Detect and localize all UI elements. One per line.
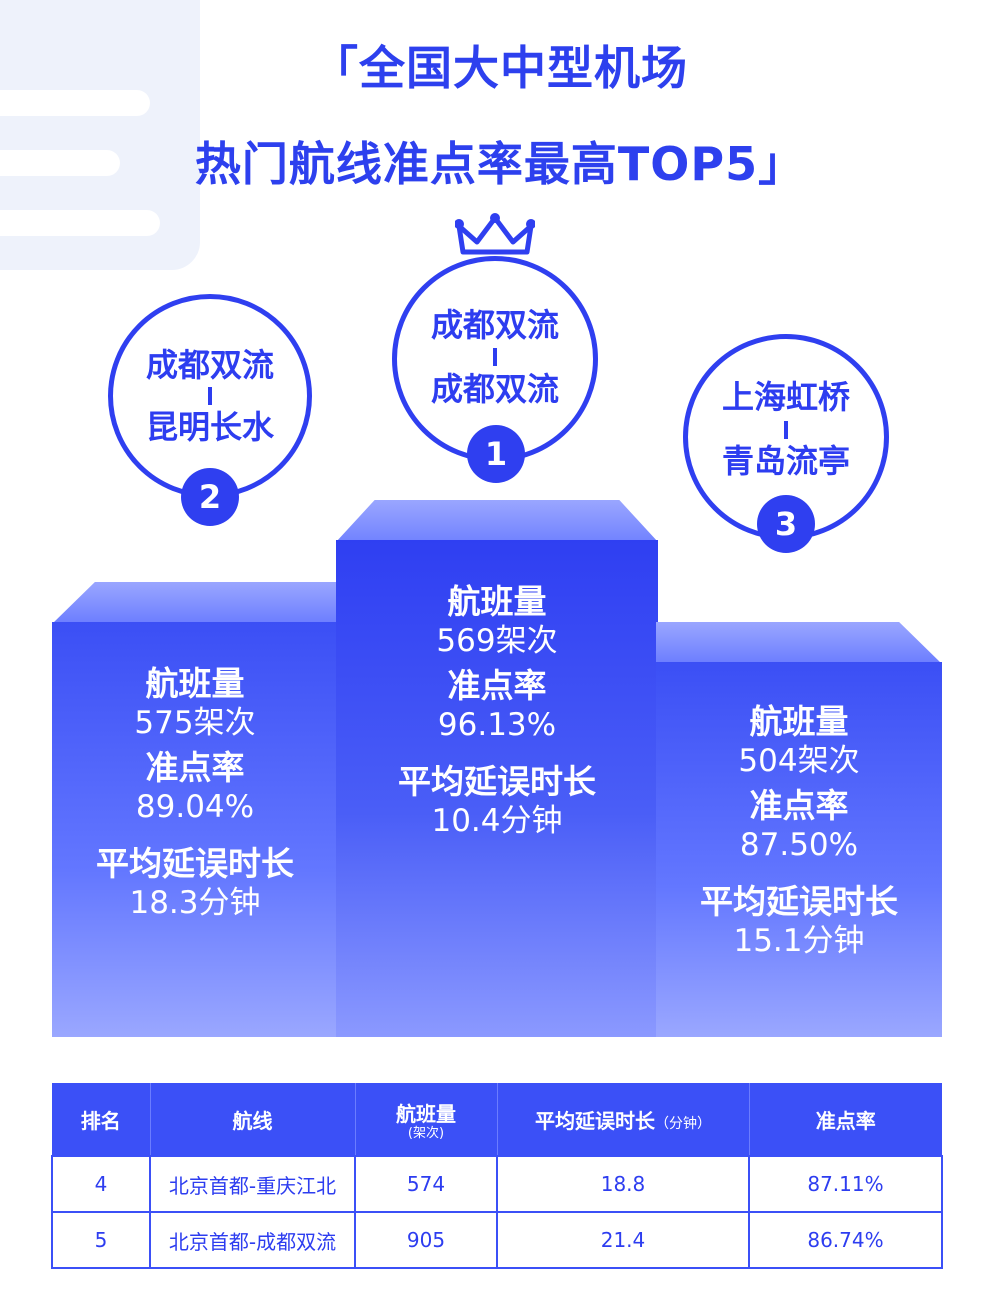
ranking-table: 排名 航线 航班量 (架次) 平均延误时长（分钟） 准点率 4 北京首都-重庆江… bbox=[51, 1083, 943, 1269]
header-flights-unit: (架次) bbox=[407, 1125, 445, 1141]
header-route: 航线 bbox=[150, 1083, 356, 1156]
rank-1-badge: 1 bbox=[467, 425, 525, 483]
cell-route: 北京首都-成都双流 bbox=[149, 1211, 356, 1269]
rank-3-route-from: 上海虹桥 bbox=[721, 378, 850, 416]
delay-value: 15.1分钟 bbox=[733, 923, 865, 959]
flights-value: 575架次 bbox=[134, 705, 256, 741]
ontime-label: 准点率 bbox=[447, 666, 547, 705]
rank-1-route-circle: 成都双流 成都双流 bbox=[392, 256, 598, 462]
route-separator bbox=[784, 421, 788, 439]
page-title-line-1: 「全国大中型机场 bbox=[312, 41, 688, 95]
cell-flights: 905 bbox=[354, 1211, 498, 1269]
table-row: 4 北京首都-重庆江北 574 18.8 87.11% bbox=[51, 1155, 943, 1213]
cell-delay: 21.4 bbox=[496, 1211, 750, 1269]
flights-value: 569架次 bbox=[436, 623, 558, 659]
rank-2-route-circle: 成都双流 昆明长水 bbox=[108, 294, 312, 498]
rank-3-badge: 3 bbox=[757, 495, 815, 553]
rank-3-route-circle: 上海虹桥 青岛流亭 bbox=[683, 334, 889, 540]
podium-top-face bbox=[52, 582, 338, 624]
podium-top-face bbox=[656, 622, 942, 664]
route-separator bbox=[493, 348, 497, 366]
delay-label: 平均延误时长 bbox=[398, 762, 596, 801]
podium-rank-2: 航班量 575架次 准点率 89.04% 平均延误时长 18.3分钟 bbox=[52, 582, 338, 1037]
flights-value: 504架次 bbox=[738, 743, 860, 779]
rank-1-route-from: 成都双流 bbox=[430, 306, 559, 344]
cell-delay: 18.8 bbox=[496, 1155, 750, 1213]
crown-icon bbox=[455, 213, 535, 255]
rank-1-route-to: 成都双流 bbox=[430, 370, 559, 408]
delay-label: 平均延误时长 bbox=[700, 882, 898, 921]
header-flights-label: 航班量 bbox=[396, 1101, 456, 1126]
delay-label: 平均延误时长 bbox=[96, 844, 294, 883]
ontime-label: 准点率 bbox=[749, 786, 849, 825]
cell-ontime: 86.74% bbox=[748, 1211, 943, 1269]
flights-label: 航班量 bbox=[145, 664, 245, 703]
header-delay-unit: （分钟） bbox=[655, 1115, 711, 1132]
flights-label: 航班量 bbox=[749, 702, 849, 741]
header-rank: 排名 bbox=[52, 1083, 151, 1156]
podium-rank-1: 航班量 569架次 准点率 96.13% 平均延误时长 10.4分钟 bbox=[336, 500, 658, 1037]
document-line bbox=[0, 90, 150, 116]
cell-route: 北京首都-重庆江北 bbox=[149, 1155, 356, 1213]
rank-3-route-to: 青岛流亭 bbox=[721, 442, 850, 480]
flights-label: 航班量 bbox=[447, 582, 547, 621]
header-ontime: 准点率 bbox=[749, 1083, 942, 1156]
cell-rank: 4 bbox=[51, 1155, 151, 1213]
cell-flights: 574 bbox=[354, 1155, 498, 1213]
podium-front-face bbox=[336, 540, 658, 1037]
delay-value: 10.4分钟 bbox=[431, 803, 563, 839]
ontime-value: 87.50% bbox=[739, 827, 859, 863]
header-delay-label: 平均延误时长 bbox=[535, 1108, 655, 1133]
header-flights: 航班量 (架次) bbox=[355, 1083, 498, 1156]
rank-2-badge: 2 bbox=[181, 468, 239, 526]
page-title-line-2: 热门航线准点率最高TOP5」 bbox=[194, 137, 806, 191]
ontime-label: 准点率 bbox=[145, 748, 245, 787]
rank-2-route-from: 成都双流 bbox=[145, 346, 274, 384]
rank-1-stats: 航班量 569架次 准点率 96.13% 平均延误时长 10.4分钟 bbox=[336, 582, 658, 846]
rank-3-stats: 航班量 504架次 准点率 87.50% 平均延误时长 15.1分钟 bbox=[656, 702, 942, 966]
document-line bbox=[0, 150, 120, 176]
background-document-decoration bbox=[0, 0, 200, 270]
rank-2-route-to: 昆明长水 bbox=[145, 408, 274, 446]
table-row: 5 北京首都-成都双流 905 21.4 86.74% bbox=[51, 1211, 943, 1269]
podium-front-face bbox=[656, 662, 942, 1037]
podium-top-face bbox=[336, 500, 658, 542]
ontime-value: 96.13% bbox=[437, 707, 557, 743]
cell-rank: 5 bbox=[51, 1211, 151, 1269]
podium-front-face bbox=[52, 622, 338, 1037]
ontime-value: 89.04% bbox=[135, 789, 255, 825]
cell-ontime: 87.11% bbox=[748, 1155, 943, 1213]
table-header-row: 排名 航线 航班量 (架次) 平均延误时长（分钟） 准点率 bbox=[52, 1083, 942, 1156]
document-line bbox=[0, 210, 160, 236]
delay-value: 18.3分钟 bbox=[129, 885, 261, 921]
header-delay: 平均延误时长（分钟） bbox=[497, 1083, 750, 1156]
rank-2-stats: 航班量 575架次 准点率 89.04% 平均延误时长 18.3分钟 bbox=[52, 664, 338, 928]
podium-rank-3: 航班量 504架次 准点率 87.50% 平均延误时长 15.1分钟 bbox=[656, 622, 942, 1037]
route-separator bbox=[208, 387, 212, 405]
